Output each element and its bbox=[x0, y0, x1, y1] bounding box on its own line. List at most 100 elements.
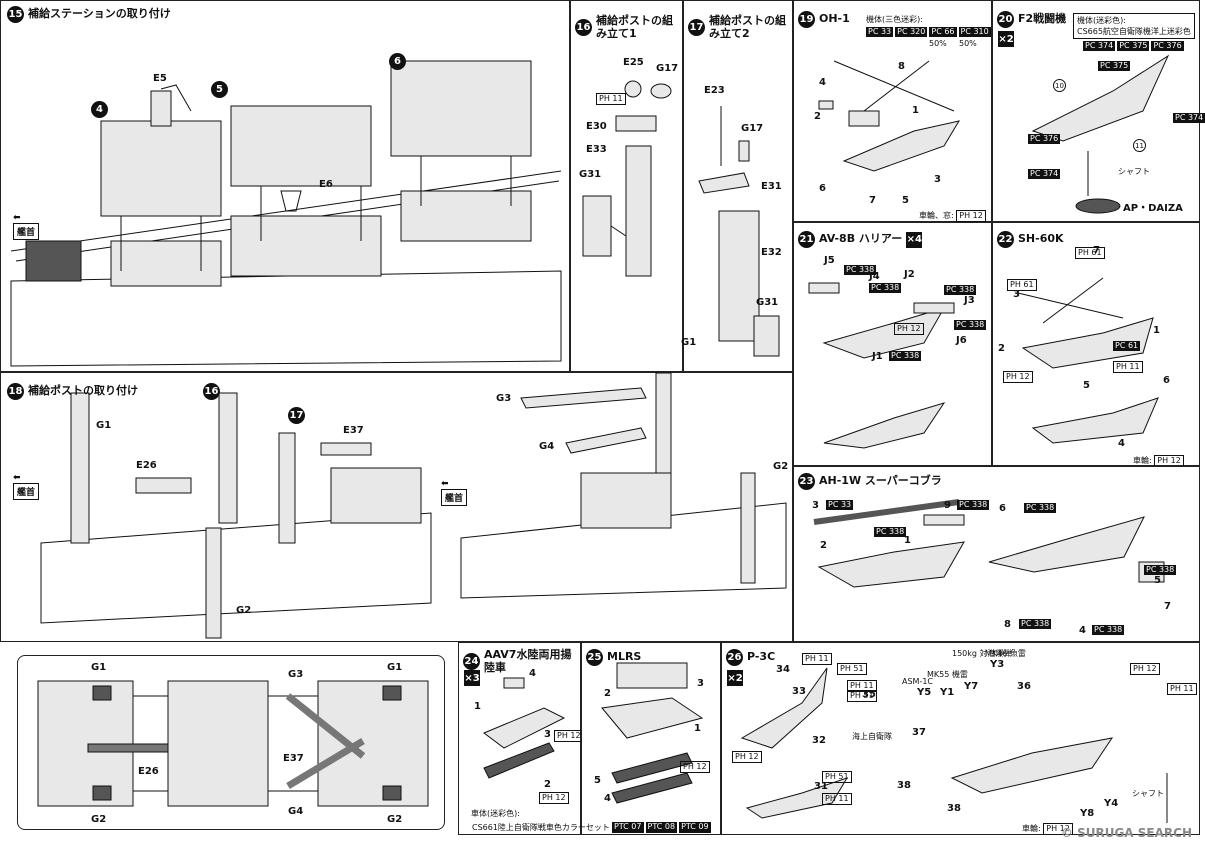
step-number: 18 bbox=[7, 383, 24, 400]
plan-view-drawing bbox=[37, 680, 429, 807]
part-label: G2 bbox=[387, 814, 403, 825]
step-16-header: 16 補給ポストの組み立て1 bbox=[575, 14, 676, 40]
paint-code: PH 11 bbox=[822, 793, 852, 805]
paint-code: PC 33 bbox=[826, 500, 854, 510]
mlrs-drawing bbox=[601, 662, 704, 804]
watermark: © SURUGA SEARCH bbox=[1060, 826, 1192, 840]
step-number: 26 bbox=[726, 649, 743, 666]
part-label: E37 bbox=[343, 425, 364, 436]
decal-number: 11 bbox=[1133, 139, 1146, 152]
ratio: 50% bbox=[959, 39, 977, 48]
arrow-left-icon: ⬅ bbox=[441, 479, 449, 489]
part-label: 2 bbox=[814, 111, 821, 122]
paint-code: PC 375 bbox=[1098, 61, 1131, 71]
paint-code: PH 12 bbox=[1130, 663, 1160, 675]
step-23-header: 23 AH-1W スーパーコブラ bbox=[798, 473, 942, 490]
panel-25: 25 MLRS 3 1 5 4 2 PH 12 CS661陸上自衛隊戦車色カラー… bbox=[472, 642, 721, 835]
step-number: 17 bbox=[688, 19, 705, 37]
plan-view-panel: G1 G3 G1 E26 E37 G2 G4 G2 bbox=[17, 655, 445, 830]
part-label: G1 bbox=[681, 337, 697, 348]
paint-code: PH 51 bbox=[837, 663, 867, 675]
paint-code: PC 338 bbox=[1092, 625, 1125, 635]
panel-16: 16 補給ポストの組み立て1 E25 G17 E30 E33 G31 PH 11 bbox=[570, 0, 683, 372]
part-label: J1 bbox=[872, 351, 883, 362]
part-label: J5 bbox=[824, 255, 835, 266]
part-label: 7 bbox=[1093, 245, 1100, 256]
step-number: 19 bbox=[798, 11, 815, 28]
panel-23: 23 AH-1W スーパーコブラ 3 9 6 8 2 1 5 7 4 PC 33… bbox=[793, 466, 1200, 642]
step-title: OH-1 bbox=[819, 12, 850, 26]
paint-code: PC 376 bbox=[1028, 134, 1061, 144]
step-15-header: 15 補給ステーションの取り付け bbox=[7, 6, 171, 23]
supply-post-1-drawing bbox=[582, 80, 672, 277]
step-title: 補給ポストの組み立て1 bbox=[596, 14, 673, 40]
paint-code: PH 12 bbox=[732, 751, 762, 763]
paint-code: PH 51 bbox=[847, 690, 877, 702]
panel-18: 18 補給ポストの取り付け G1 E26 16 17 E37 G2 G3 G4 … bbox=[0, 337, 793, 642]
sub-step-marker: 5 bbox=[211, 81, 228, 98]
part-label: 6 bbox=[1163, 375, 1170, 386]
part-label: E25 bbox=[623, 57, 644, 68]
part-label: G3 bbox=[496, 393, 512, 404]
step-24-header: 24 AAV7水陸両用揚陸車 bbox=[463, 648, 580, 674]
part-label: 3 bbox=[697, 678, 704, 689]
paint-code: PH 12 bbox=[680, 761, 710, 773]
multiplier-badge: ×2 bbox=[727, 670, 743, 686]
oh1-drawing bbox=[818, 60, 961, 172]
part-label: 3 bbox=[812, 500, 819, 511]
part-label: G2 bbox=[236, 605, 252, 616]
arrow-left-icon: ⬅ bbox=[13, 213, 21, 223]
panel-17: 17 補給ポストの組み立て2 E23 G17 E31 E32 G31 bbox=[683, 0, 793, 372]
part-label: E33 bbox=[586, 144, 607, 155]
paint-code: PH 11 bbox=[1167, 683, 1197, 695]
multiplier-badge: ×3 bbox=[464, 670, 480, 686]
part-label: 4 bbox=[1079, 625, 1086, 636]
bow-indicator: ⬅ 艦首 bbox=[13, 473, 40, 500]
part-label: 5 bbox=[1154, 575, 1161, 586]
step-title: P-3C bbox=[747, 650, 776, 664]
paint-code: PH 12 bbox=[894, 323, 924, 335]
part-label: 38 bbox=[947, 803, 961, 814]
part-label: Y4 bbox=[1104, 798, 1119, 809]
part-label: G4 bbox=[288, 806, 304, 817]
paint-code: PC 338 bbox=[1019, 619, 1052, 629]
aav7-drawing bbox=[483, 677, 566, 779]
paint-code: PH 11 bbox=[1113, 361, 1143, 373]
decal-label: 海上自衛隊 bbox=[852, 732, 892, 741]
weapon-label: MK46 魚雷 bbox=[985, 649, 1026, 658]
part-label: 7 bbox=[1164, 601, 1171, 612]
part-label: 37 bbox=[912, 727, 926, 738]
part-label: 1 bbox=[694, 723, 701, 734]
paint-code: PC 338 bbox=[944, 285, 977, 295]
part-label: G31 bbox=[756, 297, 779, 308]
part-label: J4 bbox=[869, 271, 880, 282]
paint-code: PH 12 bbox=[554, 730, 584, 742]
part-label: G1 bbox=[387, 662, 403, 673]
multiplier-badge: ×4 bbox=[906, 231, 923, 248]
part-label: 4 bbox=[1118, 438, 1125, 449]
part-label: G1 bbox=[91, 662, 107, 673]
part-label: E37 bbox=[283, 753, 304, 764]
part-label: 3 bbox=[1013, 289, 1020, 300]
part-label: 3 bbox=[934, 174, 941, 185]
part-label: J3 bbox=[964, 295, 975, 306]
paint-code: PH 61 bbox=[1007, 279, 1037, 291]
part-label: 38 bbox=[897, 780, 911, 791]
panel-26: 26 P-3C ×2 34 33 35 32 31 36 37 38 38 Y5… bbox=[721, 642, 1200, 835]
part-label: E32 bbox=[761, 247, 782, 258]
step-title: AV-8B ハリアー bbox=[819, 232, 903, 246]
part-label: J6 bbox=[956, 335, 967, 346]
paint-code: PC 374 bbox=[1173, 113, 1205, 123]
part-label: Y5 bbox=[917, 687, 932, 698]
part-label: 2 bbox=[544, 779, 551, 790]
step-number: 21 bbox=[798, 231, 815, 248]
paint-codes: PC 374 PC 375 PC 376 bbox=[1083, 41, 1184, 51]
part-label: G17 bbox=[656, 63, 679, 74]
weapon-label: 150kg 対潜爆弾 bbox=[952, 649, 1012, 658]
part-label: 2 bbox=[604, 688, 611, 699]
av8b-drawing bbox=[808, 282, 955, 449]
paint-code: PH 11 bbox=[802, 653, 832, 665]
step-number: 24 bbox=[463, 653, 480, 671]
panel-21: 21 AV-8B ハリアー ×4 J5 J4 J2 J3 J6 J1 PC 33… bbox=[793, 222, 992, 466]
